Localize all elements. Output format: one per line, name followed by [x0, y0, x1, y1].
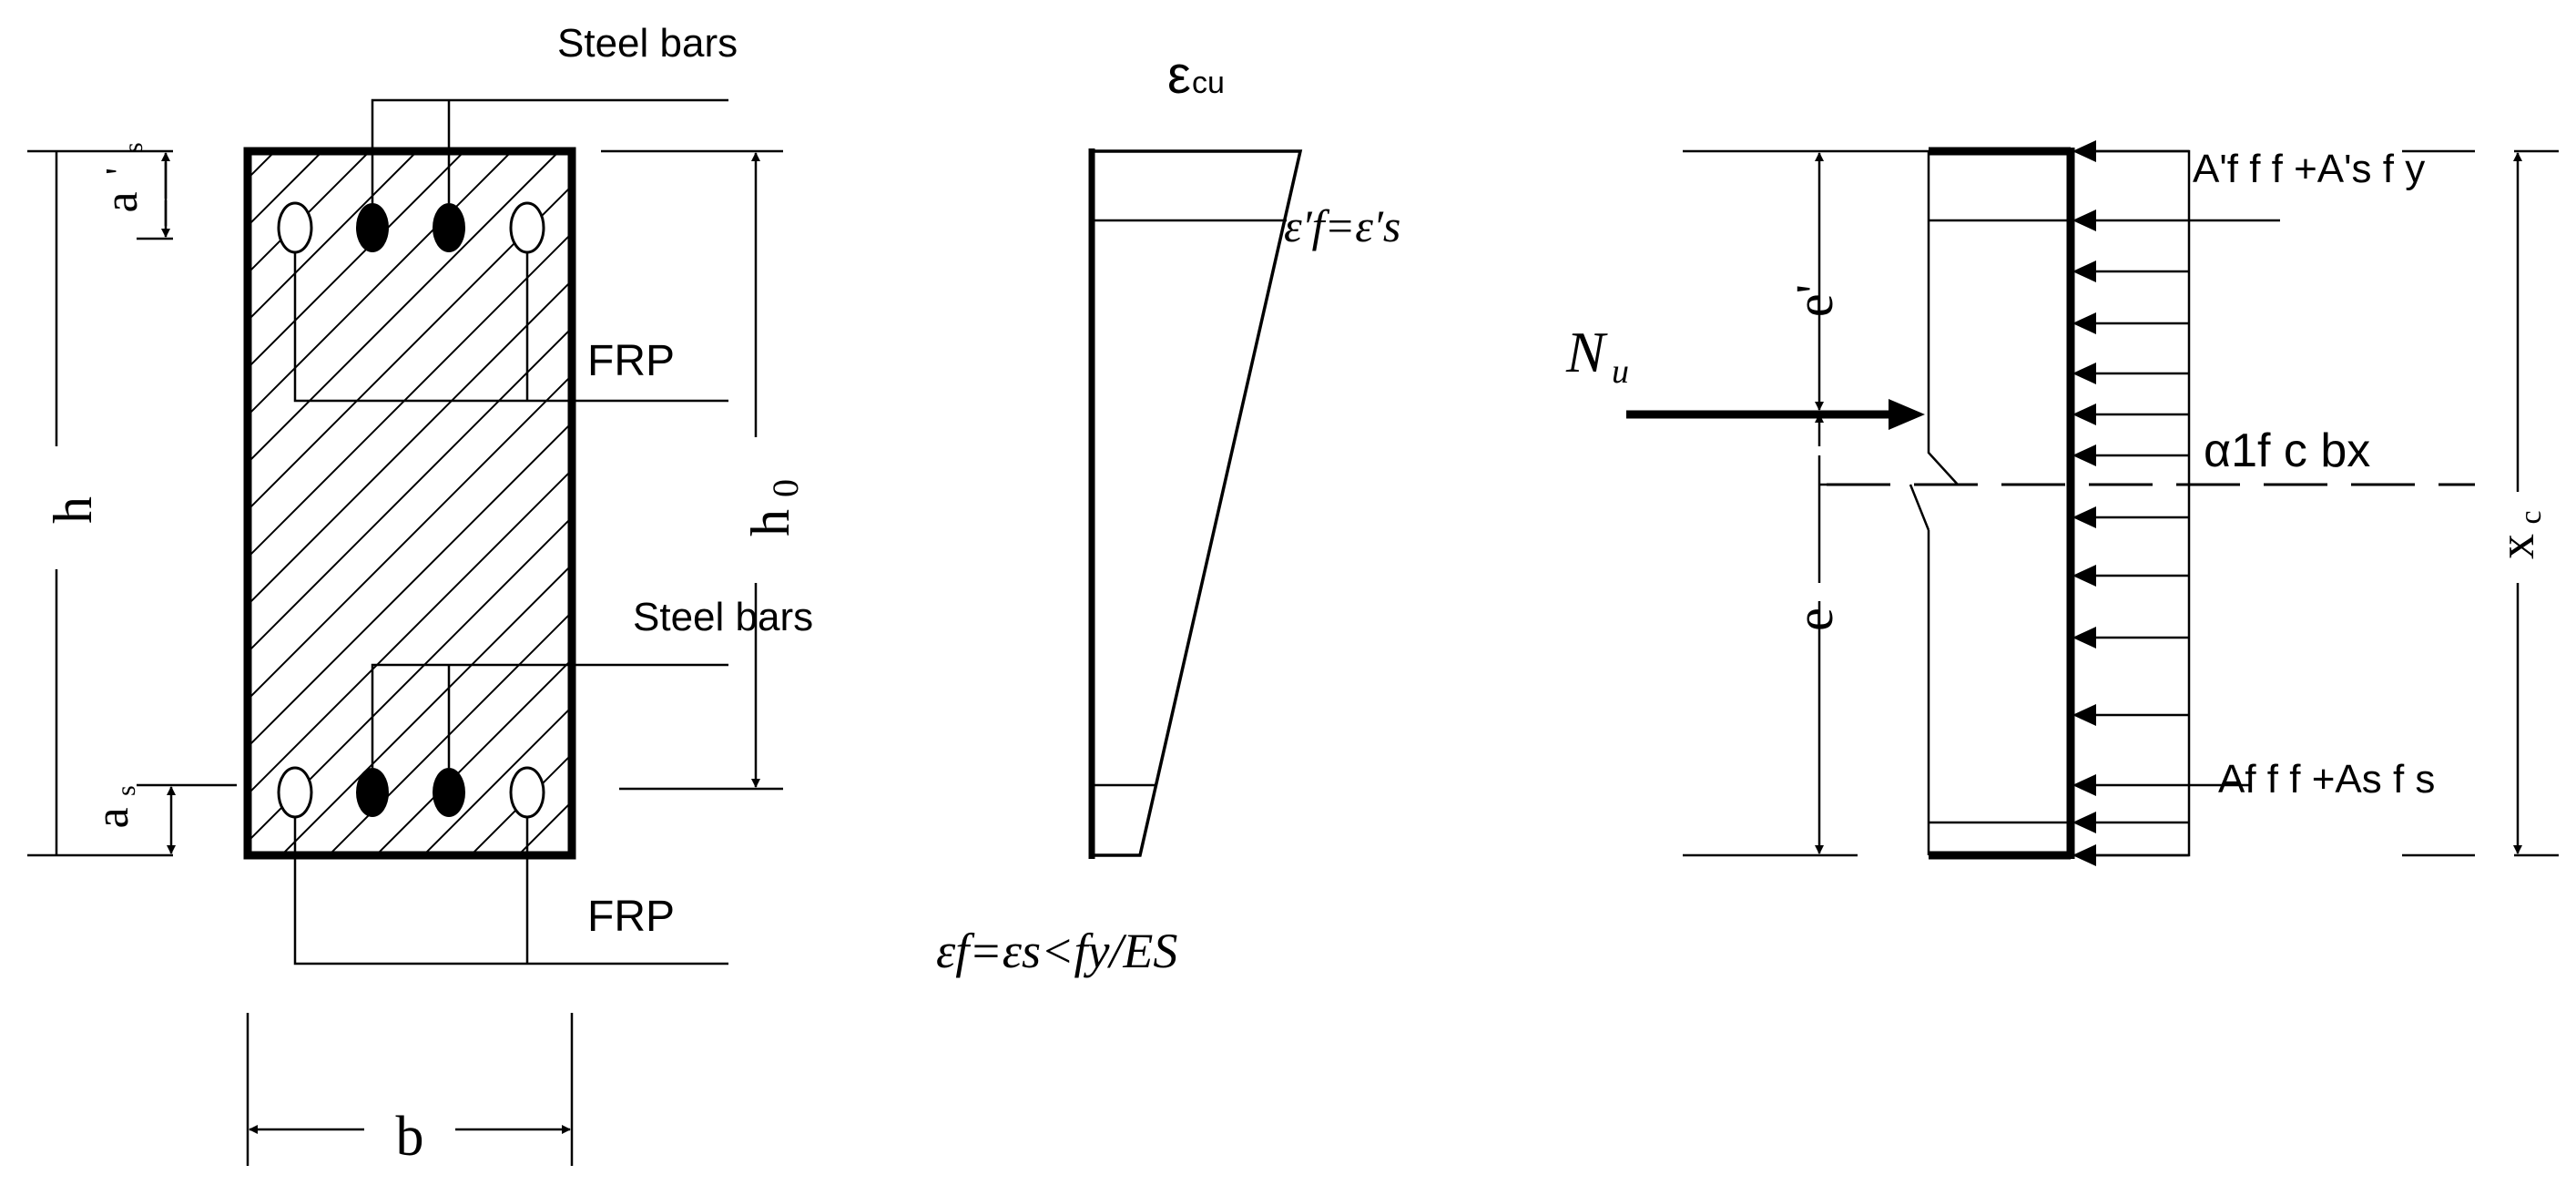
svg-text:N: N — [1565, 320, 1608, 384]
frp-bar-top-left — [277, 201, 313, 254]
stress-arrowhead — [2072, 140, 2096, 162]
section-outline — [243, 147, 576, 860]
label-bottom-force: Af f f +As f s — [2218, 757, 2435, 802]
label-h: h — [43, 496, 103, 524]
label-as: a s — [87, 785, 141, 828]
dim-h-line — [27, 149, 173, 857]
label-h0: h 0 — [740, 479, 806, 536]
steel-bar-top-right — [433, 203, 465, 252]
frp-bar-bottom-left — [277, 766, 313, 819]
svg-text:a: a — [96, 191, 148, 212]
member-outline-left — [1909, 151, 1959, 855]
svg-text:a: a — [87, 807, 138, 828]
stress-arrowhead — [2072, 444, 2096, 466]
svg-text:cu: cu — [1192, 66, 1225, 100]
stress-block — [2071, 149, 2191, 857]
label-top-force: A'f f f +A's f y — [2193, 147, 2425, 191]
label-frp-top: FRP — [587, 337, 675, 385]
label-eps-top: ε′f=ε′s — [1284, 200, 1400, 251]
frp-bar-top-right — [509, 201, 545, 254]
svg-text:s: s — [111, 785, 141, 796]
dim-h0-extension — [601, 149, 783, 791]
strain-diagram: ε cu ε′f=ε′s εf=εs<fy/ES — [936, 46, 1400, 978]
stress-arrowhead — [2072, 844, 2096, 866]
label-eps-cu: ε cu — [1167, 46, 1225, 105]
stress-arrowhead — [2072, 209, 2096, 231]
steel-bars-bottom-leader — [371, 663, 728, 768]
dim-b-extension — [246, 1013, 574, 1166]
svg-text:c: c — [2514, 510, 2548, 524]
stress-arrowhead — [2072, 704, 2096, 726]
stress-arrowhead — [2072, 312, 2096, 334]
svg-text:ε: ε — [1167, 46, 1191, 105]
svg-text:h: h — [740, 509, 800, 536]
label-frp-bottom: FRP — [587, 893, 675, 941]
label-b: b — [396, 1106, 424, 1168]
svg-text:0: 0 — [765, 479, 806, 497]
stress-arrowhead — [2072, 627, 2096, 649]
concrete-hatching — [248, 151, 572, 855]
label-nu: N u — [1565, 320, 1629, 391]
strain-profile — [1092, 149, 1303, 857]
frp-top-leader — [293, 252, 728, 403]
label-xc: x c — [2489, 510, 2548, 559]
force-diagram: A'f f f +A's f y α1f c bx Af f f +As f s… — [1565, 140, 2559, 866]
cross-section: Steel bars FRP Steel bars FRP h h 0 a ' … — [27, 21, 813, 1168]
label-steel-bars-top: Steel bars — [557, 21, 738, 66]
svg-text:x: x — [2489, 534, 2545, 559]
steel-bar-bottom-left — [356, 768, 389, 817]
force-left-extensions — [1683, 149, 1929, 857]
steel-bars-top-leader — [371, 98, 728, 203]
stress-arrowhead — [2072, 363, 2096, 384]
steel-bar-top-left — [356, 203, 389, 252]
svg-text:u: u — [1612, 352, 1629, 391]
frp-bar-bottom-right — [509, 766, 545, 819]
label-steel-bars-bottom: Steel bars — [633, 595, 813, 639]
svg-text:': ' — [97, 168, 142, 175]
label-as-prime: a ' s — [96, 142, 148, 212]
stress-arrows — [2072, 140, 2189, 866]
steel-bar-bottom-right — [433, 768, 465, 817]
stress-arrowhead — [2072, 404, 2096, 425]
stress-arrowhead — [2072, 812, 2096, 833]
stress-arrowhead — [2072, 565, 2096, 587]
stress-arrowhead — [2072, 506, 2096, 528]
svg-text:s: s — [118, 142, 148, 153]
axial-load-arrowhead — [1889, 399, 1925, 430]
frp-bottom-leader — [293, 817, 728, 965]
label-eps-bottom: εf=εs<fy/ES — [936, 924, 1177, 978]
label-e-prime: e' — [1785, 284, 1844, 317]
label-compression-force: α1f c bx — [2204, 424, 2370, 477]
label-e: e — [1785, 608, 1844, 631]
stress-arrowhead — [2072, 774, 2096, 796]
stress-arrowhead — [2072, 260, 2096, 282]
